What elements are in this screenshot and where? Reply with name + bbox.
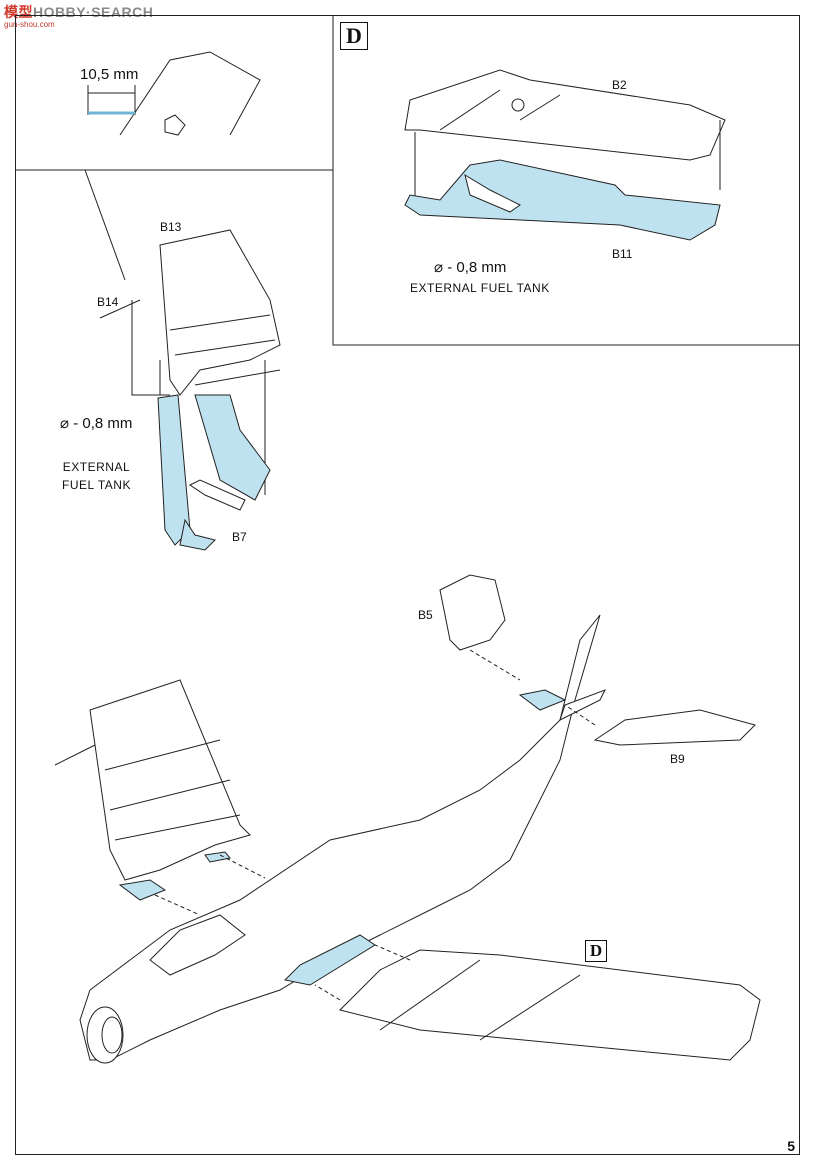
tailplanes (439, 574, 756, 746)
watermark: 模型HOBBY·SEARCH (4, 2, 153, 22)
left-callout-frame (15, 169, 126, 281)
section-marker-d-wing: D (585, 940, 607, 962)
drill-size-right: ⌀ - 0,8 mm (434, 259, 507, 276)
right-top-panel-border (332, 170, 800, 346)
external-fuel-tank-label-left: EXTERNAL FUEL TANK (62, 458, 131, 494)
aircraft-right-wing (283, 934, 761, 1061)
left-wing-detail (99, 229, 281, 495)
external-fuel-tank-label-left-line2: FUEL TANK (62, 478, 131, 492)
watermark-url: gun-shou.com (4, 20, 55, 29)
b11-fuel-tank-part (404, 159, 721, 241)
page-number: 5 (787, 1138, 795, 1154)
watermark-brand-b: HOBBY·SEARCH (33, 4, 154, 20)
part-label-b5: B5 (418, 608, 433, 622)
top-left-panel-border (15, 15, 334, 171)
part-label-b7: B7 (232, 530, 247, 544)
dimension-label: 10,5 mm (80, 66, 139, 83)
section-marker-d: D (340, 22, 368, 50)
aircraft-fuselage (79, 614, 607, 1064)
part-label-b11: B11 (612, 247, 633, 261)
part-label-b2: B2 (612, 78, 627, 92)
assembly-arrows (154, 649, 596, 1001)
external-fuel-tank-label-right: EXTERNAL FUEL TANK (410, 281, 550, 295)
right-wing-detail (404, 69, 726, 200)
part-label-b13: B13 (160, 220, 182, 234)
part-label-b14: B14 (97, 295, 119, 309)
drill-size-left: ⌀ - 0,8 mm (60, 415, 133, 432)
aircraft-left-wing (54, 679, 251, 901)
part-label-b9: B9 (670, 752, 685, 766)
b7-fuel-tank-part (157, 394, 271, 551)
watermark-brand-a: 模型 (4, 4, 33, 20)
page-frame (15, 15, 800, 1155)
dimension-detail (87, 51, 261, 136)
external-fuel-tank-label-left-line1: EXTERNAL (62, 460, 131, 474)
